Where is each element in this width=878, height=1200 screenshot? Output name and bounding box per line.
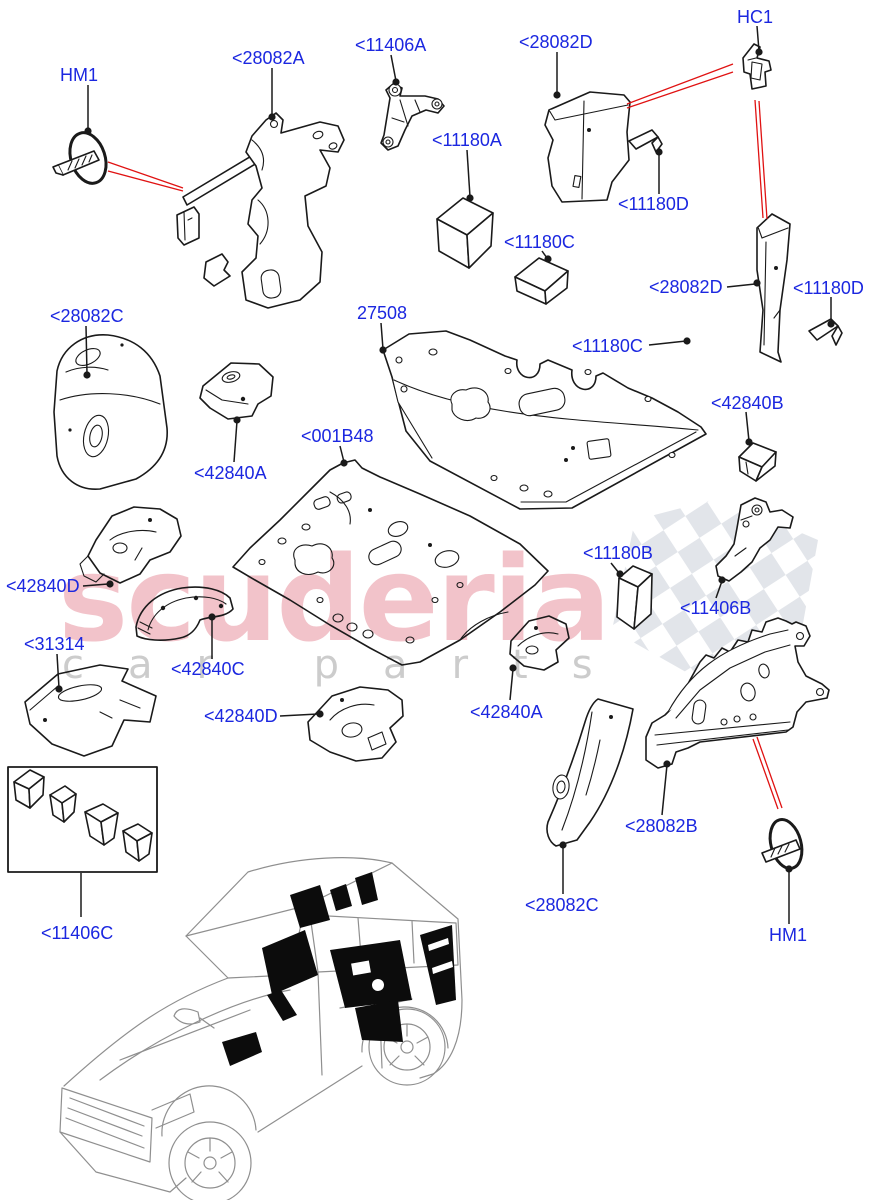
- part-28082a-bracket: [176, 112, 345, 309]
- part-28082b-bracket: [645, 617, 830, 769]
- part-hm1-fastener-top: [52, 131, 108, 185]
- foam-wedge-4: [122, 823, 153, 862]
- part-42840c-arc: [135, 586, 234, 641]
- part-42840a-piece-1: [199, 362, 274, 420]
- part-label-hc1[interactable]: HC1: [737, 7, 773, 27]
- kit-box-11406c: [7, 766, 158, 873]
- part-label-28082c-1[interactable]: <28082C: [50, 306, 124, 326]
- part-31314-flat-piece: [24, 664, 157, 757]
- red-reference-lines: [107, 63, 783, 810]
- part-label-11406a[interactable]: <11406A: [355, 35, 426, 55]
- part-label-28082b[interactable]: <28082B: [625, 816, 698, 836]
- part-label-42840b[interactable]: <42840B: [711, 393, 784, 413]
- part-label-11180d-2[interactable]: <11180D: [793, 278, 864, 298]
- part-label-28082a[interactable]: <28082A: [232, 48, 305, 68]
- part-label-hm1-bottom[interactable]: HM1: [769, 925, 807, 945]
- leader-lines: [55, 25, 835, 924]
- foam-wedge-2: [49, 785, 77, 823]
- part-11406b-bracket: [715, 497, 794, 582]
- part-42840b-foam-cube: [738, 442, 777, 482]
- part-11180c-foam-block-1: [514, 257, 569, 305]
- part-11180a-foam-block: [436, 197, 494, 269]
- part-001b48-floor-sheet: [232, 459, 549, 666]
- part-label-11180b[interactable]: <11180B: [583, 543, 653, 563]
- part-label-28082c-2[interactable]: <28082C: [525, 895, 599, 915]
- part-label-11406b[interactable]: <11406B: [680, 598, 751, 618]
- foam-wedge-3: [84, 803, 119, 846]
- part-28082d-panel-1: [544, 91, 631, 203]
- part-42840d-piece-right: [307, 686, 404, 762]
- part-label-hm1-top[interactable]: HM1: [60, 65, 98, 85]
- part-11180b-foam-block: [616, 565, 653, 630]
- part-label-42840d-left[interactable]: <42840D: [6, 576, 80, 596]
- part-label-42840a-1[interactable]: <42840A: [194, 463, 267, 483]
- part-label-42840c[interactable]: <42840C: [171, 659, 245, 679]
- part-11406a-bracket: [380, 83, 445, 151]
- part-label-27508[interactable]: 27508: [357, 303, 407, 323]
- part-label-11180c-1[interactable]: <11180C: [504, 232, 575, 252]
- part-label-001b48[interactable]: <001B48: [301, 426, 374, 446]
- part-label-31314[interactable]: <31314: [24, 634, 85, 654]
- part-11180d-strip-1: [628, 129, 663, 153]
- part-42840a-piece-2: [509, 615, 570, 671]
- insulation-patch-windshield: [262, 930, 318, 995]
- vehicle-illustration: [59, 857, 463, 1200]
- part-hm1-fastener-bottom: [761, 818, 804, 870]
- foam-wedge-1: [13, 769, 45, 809]
- insulation-patch-cargo: [330, 940, 412, 1008]
- part-11180d-strip-2: [808, 318, 843, 346]
- part-label-11180a[interactable]: <11180A: [432, 130, 502, 150]
- part-label-28082d-1[interactable]: <28082D: [519, 32, 593, 52]
- part-label-11406c[interactable]: <11406C: [41, 923, 113, 943]
- part-label-28082d-2[interactable]: <28082D: [649, 277, 723, 297]
- part-label-42840d-right[interactable]: <42840D: [204, 706, 278, 726]
- part-label-11180c-2[interactable]: <11180C: [572, 336, 643, 356]
- watermark-subtitle-text: car parts: [62, 642, 637, 688]
- part-label-11180d-1[interactable]: <11180D: [618, 194, 689, 214]
- part-42840d-piece-left: [79, 506, 182, 584]
- part-28082c-insulator-1: [53, 334, 168, 490]
- part-28082d-panel-2: [756, 213, 791, 363]
- part-number-labels: HM1 <28082A <11406A <28082D HC1 <11180A …: [6, 7, 864, 945]
- part-27508-floor-panel: [382, 330, 707, 510]
- part-28082c-insulator-2: [546, 698, 634, 847]
- part-label-42840a-2[interactable]: <42840A: [470, 702, 543, 722]
